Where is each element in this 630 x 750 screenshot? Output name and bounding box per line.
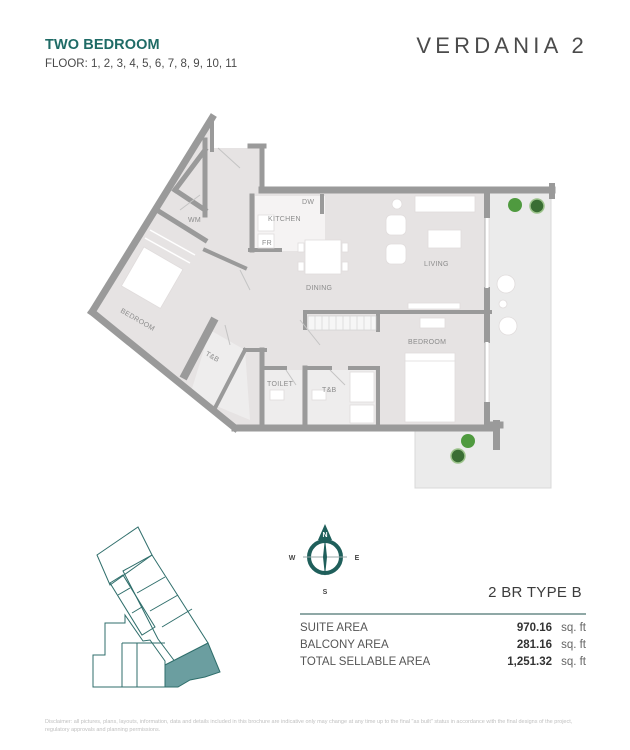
walls: [87, 113, 556, 450]
area-unit: sq. ft: [561, 639, 586, 651]
area-unit: sq. ft: [561, 656, 586, 668]
highlighted-unit: [164, 642, 221, 688]
plants: [450, 198, 545, 464]
area-unit: sq. ft: [561, 622, 586, 634]
area-row-total: TOTAL SELLABLE AREA 1,251.32 sq. ft: [300, 656, 586, 673]
label-fr: FR: [262, 240, 272, 247]
door-swings: [179, 147, 346, 386]
area-row-balcony: BALCONY AREA 281.16 sq. ft: [300, 639, 586, 656]
brand-logo: VERDANIA 2: [416, 33, 588, 58]
label-tb-2: T&B: [322, 387, 337, 394]
label-bedroom-2: BEDROOM: [408, 339, 446, 346]
label-kitchen: KITCHEN: [268, 216, 301, 223]
area-label: TOTAL SELLABLE AREA: [300, 656, 431, 668]
area-row-suite: SUITE AREA 970.16 sq. ft: [300, 622, 586, 639]
wardrobe-2-hatch: [314, 316, 372, 330]
compass-n: N: [322, 532, 327, 539]
unit-category-title: TWO BEDROOM: [45, 37, 160, 53]
compass-w: W: [289, 555, 296, 562]
label-dining: DINING: [306, 285, 332, 292]
area-value: 281.16: [516, 639, 552, 651]
area-table: SUITE AREA 970.16 sq. ft BALCONY AREA 28…: [300, 622, 586, 673]
compass-e: E: [355, 555, 360, 562]
area-label: SUITE AREA: [300, 622, 368, 634]
key-plan: [92, 526, 221, 688]
compass-s: S: [323, 589, 328, 596]
area-value: 970.16: [516, 622, 552, 634]
area-value: 1,251.32: [507, 656, 552, 668]
disclaimer: Disclaimer: all pictures, plans, layouts…: [45, 719, 573, 733]
divider: [300, 613, 586, 615]
wardrobe-1: [144, 229, 196, 264]
floor-plan: KITCHEN DW FR WM DINING LIVING BEDROOM B…: [87, 113, 556, 489]
area-label: BALCONY AREA: [300, 639, 389, 651]
unit-type: 2 BR TYPE B: [488, 584, 582, 601]
furniture: [120, 195, 518, 424]
label-toilet: TOILET: [267, 381, 294, 388]
floor-list: FLOOR: 1, 2, 3, 4, 5, 6, 7, 8, 9, 10, 11: [45, 58, 238, 70]
label-dw: DW: [302, 199, 314, 206]
apartment-floor: [90, 118, 490, 425]
tb-area-1: [190, 330, 250, 420]
label-living: LIVING: [424, 261, 449, 268]
compass-icon: N W E S: [289, 524, 360, 596]
label-wm: WM: [188, 217, 201, 224]
wardrobe-2: [307, 315, 377, 331]
